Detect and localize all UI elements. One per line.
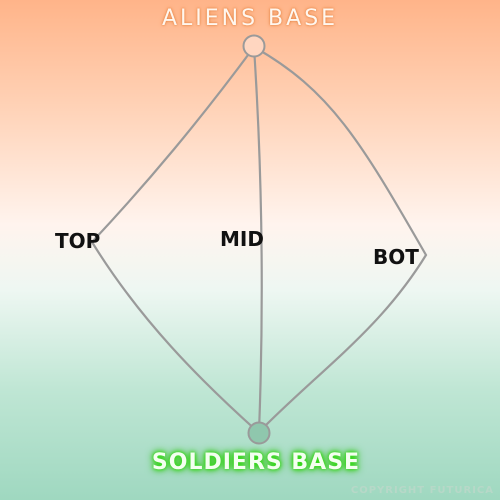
copyright-text: COPYRIGHT FUTURICA (350, 485, 494, 496)
mid-lane-path (252, 45, 263, 434)
aliens-base-node[interactable] (242, 34, 266, 58)
soldiers-base-label: SOLDIERS BASE (151, 450, 361, 475)
soldiers-base-node[interactable] (247, 421, 271, 445)
top-lane-label: TOP (55, 229, 101, 253)
bot-lane-label: BOT (373, 245, 419, 269)
mid-lane-label: MID (220, 227, 264, 251)
aliens-base-label: ALIENS BASE (161, 6, 339, 31)
top-lane-path (90, 45, 260, 434)
bot-lane-path (252, 45, 428, 434)
